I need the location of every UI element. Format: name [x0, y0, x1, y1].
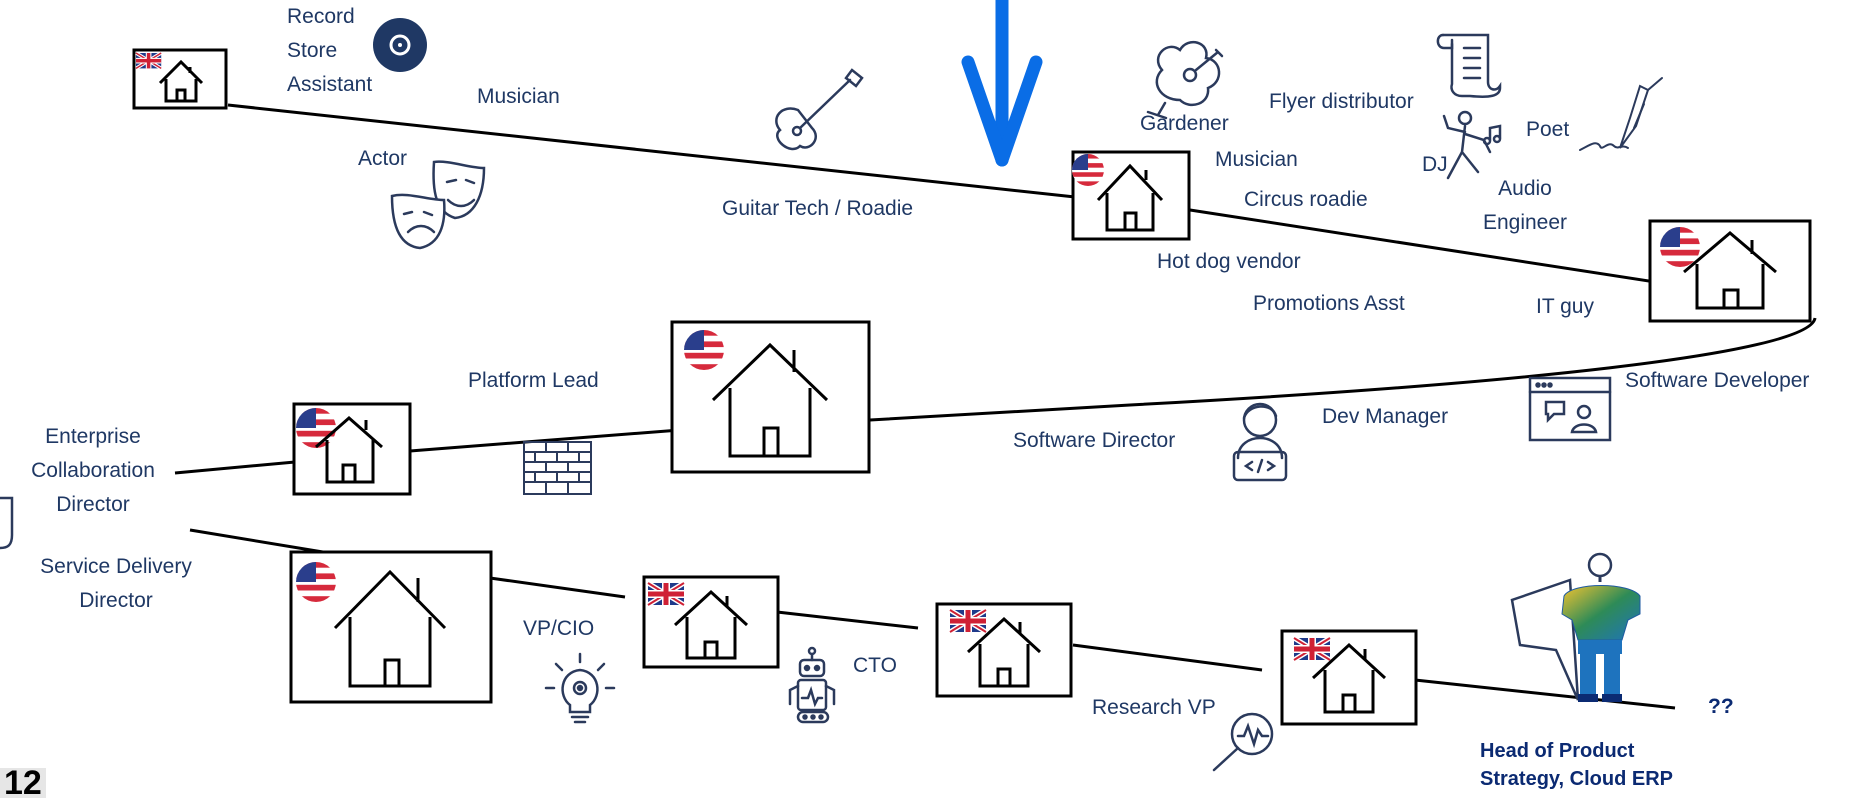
partial-device-icon — [0, 496, 14, 550]
label-hot-dog-vendor: Hot dog vendor — [1157, 250, 1301, 273]
career-lines — [174, 103, 1817, 710]
guitar-icon — [775, 68, 864, 151]
scroll-document-icon — [1436, 33, 1502, 98]
house-us-4 — [292, 402, 412, 496]
label-musician-right: Musician — [1215, 148, 1298, 171]
label-record-store-assistant: Record Store Assistant — [287, 5, 373, 96]
label-circus-roadie: Circus roadie — [1244, 188, 1368, 211]
house-us-1 — [1071, 150, 1191, 241]
house-us-3 — [670, 320, 871, 474]
house-uk-start — [132, 48, 228, 110]
label-software-director: Software Director — [1013, 429, 1176, 452]
label-dev-manager: Dev Manager — [1322, 405, 1449, 428]
house-uk-3 — [935, 602, 1073, 698]
developer-coding-icon — [1232, 402, 1288, 482]
label-software-developer: Software Developer — [1625, 369, 1810, 392]
label-guitar-tech: Guitar Tech / Roadie — [722, 197, 914, 220]
theater-masks-icon — [390, 160, 486, 250]
label-dj: DJ — [1422, 153, 1448, 176]
label-vp-cio: VP/CIO — [523, 617, 595, 640]
hibiscus-flower-icon — [1146, 40, 1224, 120]
label-audio-engineer: Audio Engineer — [1482, 177, 1568, 234]
label-flyer-distributor: Flyer distributor — [1269, 90, 1414, 113]
label-promotions-asst: Promotions Asst — [1253, 292, 1405, 315]
dancer-music-icon — [1442, 110, 1502, 180]
label-cto: CTO — [853, 654, 897, 677]
label-actor: Actor — [358, 147, 408, 170]
lightbulb-gear-icon — [544, 652, 616, 724]
vinyl-record-icon — [373, 18, 427, 72]
brick-wall-icon — [523, 441, 592, 495]
label-question-marks: ?? — [1708, 695, 1734, 718]
house-us-2 — [1648, 219, 1812, 323]
label-research-vp: Research VP — [1092, 696, 1216, 719]
video-chat-window-icon — [1528, 376, 1612, 442]
robot-icon — [788, 646, 836, 724]
label-gardener: Gardener — [1140, 112, 1229, 135]
fountain-pen-signature-icon — [1579, 77, 1663, 151]
magnifier-chart-icon — [1212, 712, 1274, 772]
house-uk-2 — [642, 575, 780, 669]
down-arrow-icon — [961, 0, 1043, 167]
label-poet: Poet — [1526, 118, 1570, 141]
label-musician-top: Musician — [477, 85, 560, 108]
house-uk-4 — [1280, 629, 1418, 726]
house-us-5 — [289, 550, 493, 704]
page-number: 12 — [0, 766, 46, 800]
superhero-figure — [1510, 552, 1641, 702]
label-it-guy: IT guy — [1536, 295, 1594, 318]
label-service-delivery-director: Service Delivery Director — [40, 555, 192, 612]
label-platform-lead: Platform Lead — [468, 369, 599, 392]
label-enterprise-collaboration-director: Enterprise Collaboration Director — [31, 425, 155, 516]
label-head-of-product-strategy: Head of Product Strategy, Cloud ERP — [1480, 740, 1673, 790]
